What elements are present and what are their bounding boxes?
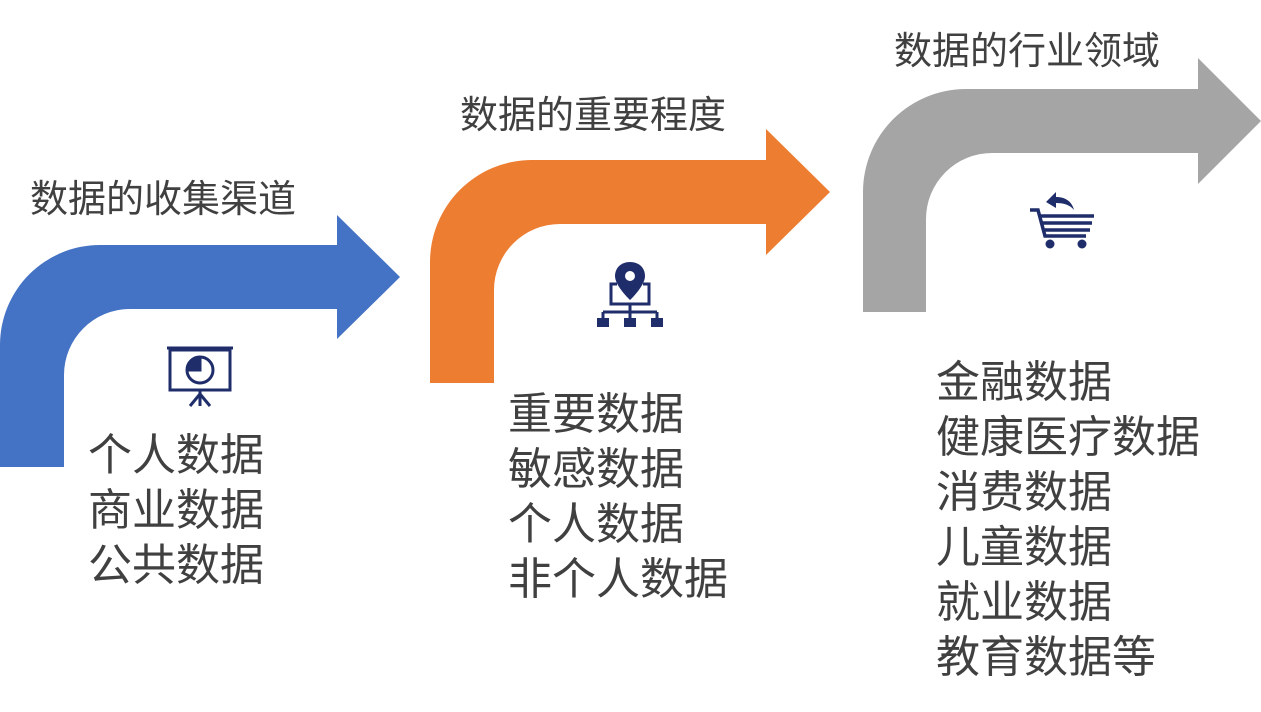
list-item: 个人数据 — [88, 430, 264, 481]
presentation-chart-icon — [167, 346, 233, 407]
arrow-step-1 — [0, 215, 400, 467]
list-item: 商业数据 — [88, 485, 264, 536]
list-item: 个人数据 — [508, 499, 684, 550]
list-item: 敏感数据 — [508, 444, 684, 495]
location-hierarchy-icon — [597, 262, 663, 327]
step-3-list: 金融数据 健康医疗数据 消费数据 儿童数据 就业数据 教育数据等 — [936, 355, 1200, 685]
list-item: 健康医疗数据 — [936, 412, 1200, 463]
list-item: 儿童数据 — [936, 522, 1112, 573]
step-2-title: 数据的重要程度 — [460, 93, 727, 137]
shopping-cart-return-icon — [1030, 192, 1094, 249]
list-item: 公共数据 — [88, 540, 264, 591]
arrow-step-3 — [863, 58, 1261, 312]
list-item: 就业数据 — [936, 577, 1112, 628]
list-item: 教育数据等 — [936, 632, 1156, 683]
step-3-title: 数据的行业领域 — [894, 29, 1161, 73]
list-item: 非个人数据 — [508, 554, 728, 605]
arrow-step-2 — [430, 129, 830, 383]
step-1-list: 个人数据 商业数据 公共数据 — [88, 428, 264, 593]
step-1-title: 数据的收集渠道 — [30, 177, 297, 221]
list-item: 金融数据 — [936, 357, 1112, 408]
list-item: 消费数据 — [936, 467, 1112, 518]
list-item: 重要数据 — [508, 389, 684, 440]
step-2-list: 重要数据 敏感数据 个人数据 非个人数据 — [508, 387, 728, 607]
